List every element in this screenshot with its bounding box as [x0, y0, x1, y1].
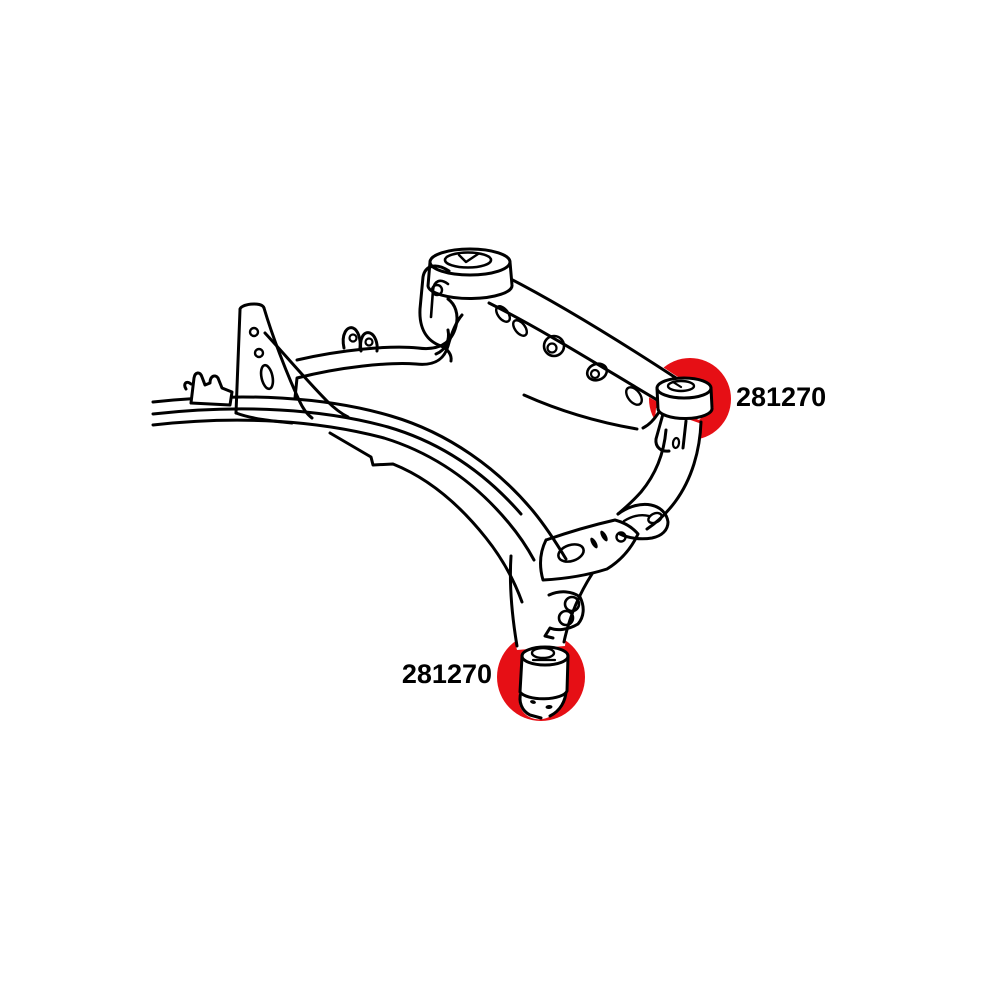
- frame-body-masks: [482, 272, 708, 720]
- subframe-solid-parts: [189, 247, 714, 701]
- part-number-label-upper: 281270: [736, 382, 827, 412]
- subframe-outlines: [151, 274, 703, 720]
- part-number-label-lower: 281270: [401, 659, 492, 689]
